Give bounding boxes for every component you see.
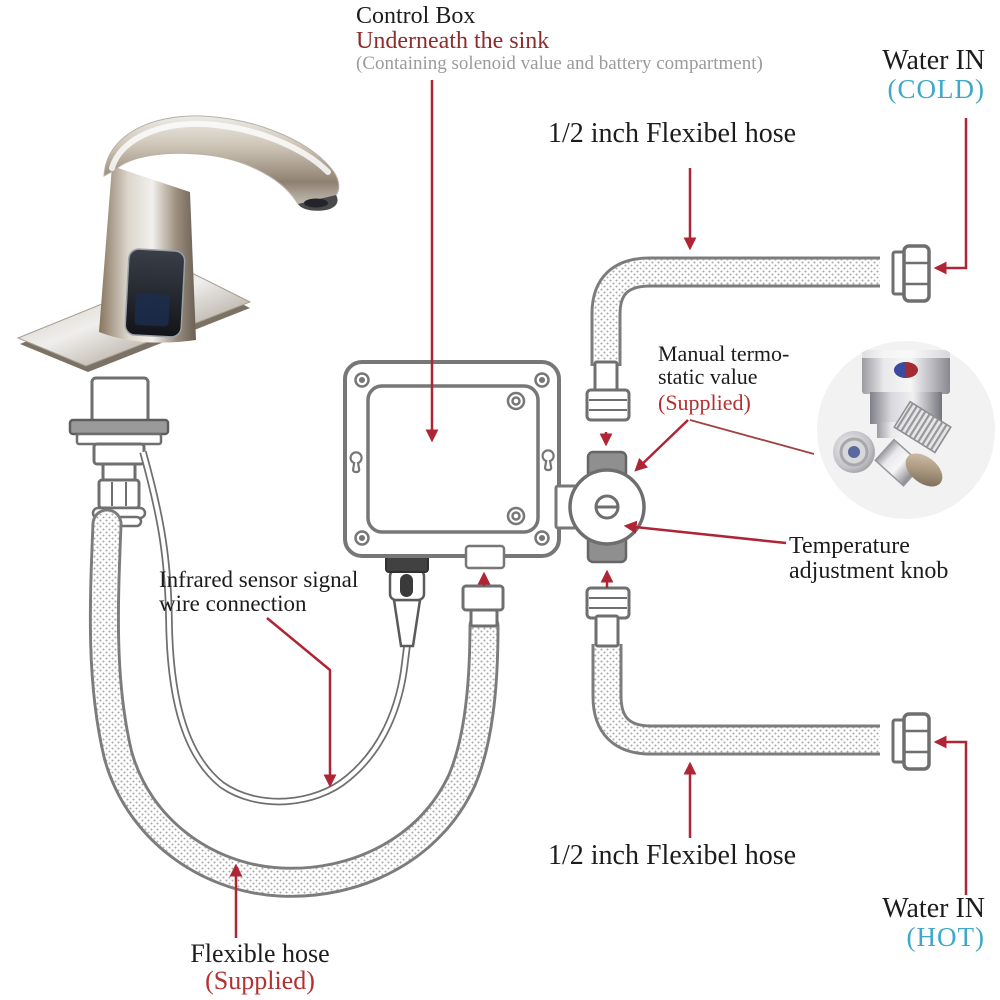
keyhole-mounts bbox=[349, 449, 555, 474]
control-box-label: Control Box Underneath the sink (Contain… bbox=[356, 3, 763, 75]
cold-hose bbox=[585, 244, 931, 422]
control-box-note: (Containing solenoid value and battery c… bbox=[356, 53, 763, 75]
hose-bottom-label: 1/2 inch Flexibel hose bbox=[548, 840, 797, 871]
flexible-hose-label: Flexible hose (Supplied) bbox=[178, 940, 342, 995]
temperature-knob-line1: Temperature bbox=[789, 533, 910, 559]
manual-valve-supplied: (Supplied) bbox=[658, 390, 751, 416]
water-in-cold-label: Water IN (COLD) bbox=[882, 46, 985, 104]
infrared-line2: wire connection bbox=[159, 591, 307, 617]
flexible-hose-line1: Flexible hose bbox=[190, 939, 330, 968]
flexible-hose-supplied: (Supplied) bbox=[205, 966, 315, 996]
water-in-hot-temp: (HOT) bbox=[906, 922, 985, 953]
leader-valve-photo bbox=[689, 419, 815, 455]
arrow-water-hot bbox=[933, 735, 968, 895]
hot-hose bbox=[585, 586, 931, 771]
faucet-photo bbox=[16, 115, 340, 372]
infrared-label: Infrared sensor signal wire connection bbox=[159, 567, 359, 617]
control-box bbox=[343, 360, 592, 570]
arrow-temp-knob bbox=[623, 520, 787, 545]
manual-valve-line1: Manual termo- bbox=[658, 341, 790, 366]
manual-valve-line2: static value bbox=[658, 364, 758, 390]
faucet-shank bbox=[68, 376, 170, 528]
control-box-subtitle: Underneath the sink bbox=[356, 28, 550, 55]
temperature-knob-line2: adjustment knob bbox=[789, 558, 949, 585]
corner-screws bbox=[354, 372, 550, 546]
manual-valve-label: Manual termo- static value (Supplied) bbox=[658, 342, 789, 414]
hose-top-label: 1/2 inch Flexibel hose bbox=[548, 118, 797, 149]
valve-photo-inset bbox=[817, 341, 995, 519]
temperature-knob-label: Temperature adjustment knob bbox=[789, 533, 949, 585]
panel-screws bbox=[506, 391, 526, 526]
water-in-cold-title: Water IN bbox=[882, 45, 985, 76]
arrow-manual-valve bbox=[634, 419, 689, 472]
infrared-line1: Infrared sensor signal bbox=[159, 567, 359, 592]
supply-hose bbox=[88, 508, 505, 898]
water-in-cold-temp: (COLD) bbox=[887, 74, 985, 105]
water-in-hot-title: Water IN bbox=[882, 893, 985, 924]
control-box-title: Control Box bbox=[356, 3, 476, 29]
thermostatic-valve bbox=[568, 450, 646, 564]
water-in-hot-label: Water IN (HOT) bbox=[882, 894, 985, 952]
annotation-arrows bbox=[229, 80, 968, 938]
arrow-water-cold bbox=[933, 118, 968, 275]
arrow-infrared bbox=[266, 617, 337, 788]
